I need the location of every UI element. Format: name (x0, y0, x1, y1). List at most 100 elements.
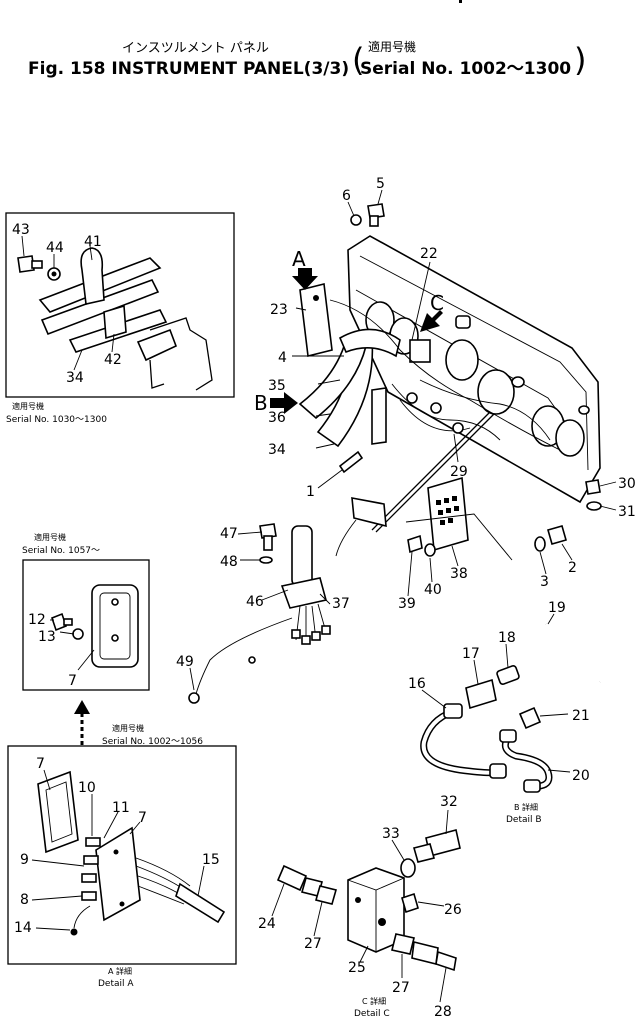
rod (371, 411, 491, 531)
washer-part (259, 556, 273, 564)
serial-range: Serial No. 1002～1300 (360, 59, 571, 79)
clamp-part (80, 247, 105, 305)
callout-number: 15 (202, 852, 220, 868)
callout-number: 49 (176, 654, 194, 670)
bolt-part (585, 479, 601, 495)
callout-number: 2 (568, 560, 577, 576)
inset-serial-range: Serial No. 1057～ (22, 546, 100, 556)
callout-number: 21 (572, 708, 590, 724)
callout-number: 27 (392, 980, 410, 996)
inset-serial-range: Serial No. 1002～1056 (102, 737, 203, 747)
cover-plate (91, 584, 139, 668)
switch-base (280, 577, 327, 609)
callout-number: 48 (220, 554, 238, 570)
fitting (443, 703, 463, 719)
arrow-head (74, 700, 90, 714)
title-japanese: インスツルメント パネル (122, 41, 269, 56)
inset-frame (5, 212, 235, 398)
callout-number: 37 (332, 596, 350, 612)
washer-part (72, 628, 84, 640)
callout-number: 35 (268, 378, 286, 394)
harness-stem (371, 387, 387, 445)
pin-part (85, 837, 101, 847)
detail-caption-japanese: B 詳細 (514, 802, 538, 812)
view-arrow-b (270, 392, 298, 414)
gauge (555, 419, 585, 457)
callout-number: 29 (450, 464, 468, 480)
callout-number: 9 (20, 852, 29, 868)
inset-middle-left: 12 13 7 (22, 559, 150, 691)
washer-33 (400, 858, 416, 878)
callout-number: 4 (278, 350, 287, 366)
callout-number: 32 (440, 794, 458, 810)
callout-number: 5 (376, 176, 385, 192)
inset-serial-japanese: 適用号機 (112, 723, 144, 733)
callout-number: 10 (78, 780, 96, 796)
callout-number: 26 (444, 902, 462, 918)
inset-bottom-left: 7 10 11 7 9 8 14 15 (7, 745, 237, 965)
gauge (477, 369, 515, 415)
callout-number: 13 (38, 629, 56, 645)
fitting-28 (435, 950, 457, 972)
callout-number: 33 (382, 826, 400, 842)
screw-part (51, 612, 67, 632)
inset-frame (7, 745, 237, 965)
inset-serial-range: Serial No. 1030～1300 (6, 415, 107, 425)
panel-edge-lower (149, 359, 165, 389)
callout-number: 11 (112, 800, 130, 816)
view-arrow-a (292, 268, 318, 290)
pin-part (81, 891, 97, 901)
tee-fitting-17 (465, 678, 497, 710)
callout-number: 22 (420, 246, 438, 262)
bolt-part (547, 525, 567, 545)
relay-grid (436, 496, 459, 525)
serial-japanese: 適用号機 (368, 39, 416, 54)
callout-number: 34 (66, 370, 84, 386)
connector-body (95, 826, 141, 922)
gauge (445, 339, 479, 381)
callout-number: 24 (258, 916, 276, 932)
switch-body (291, 525, 313, 587)
bolt-part (367, 203, 385, 219)
callout-number: 7 (36, 756, 45, 772)
bolt-shank (31, 260, 43, 269)
view-label: B (254, 391, 268, 415)
callout-number: 46 (246, 594, 264, 610)
detail-caption: Detail B (506, 815, 542, 825)
callout-number: 17 (462, 646, 480, 662)
callout-number: 25 (348, 960, 366, 976)
bracket-plate (351, 497, 387, 528)
washer-40 (424, 543, 436, 557)
detail-c: 32 33 26 24 27 25 27 28 (258, 794, 462, 1020)
upgrade-arrow (74, 700, 90, 745)
connector-49 (188, 692, 200, 704)
callout-number: 47 (220, 526, 238, 542)
callout-number: 28 (434, 1004, 452, 1020)
callout-number: 34 (268, 442, 286, 458)
callout-number: 23 (270, 302, 288, 318)
panel-edge (149, 317, 213, 391)
view-arrow-c (420, 310, 443, 332)
bracket-part (103, 304, 127, 340)
mounting-bracket (299, 283, 333, 357)
inset-serial-japanese: 適用号機 (34, 532, 66, 542)
close-paren: ) (574, 41, 586, 79)
callout-number: 40 (424, 582, 442, 598)
callout-number: 16 (408, 676, 426, 692)
callout-number: 31 (618, 504, 636, 520)
elbow-21 (518, 706, 542, 730)
inset-frame (22, 559, 150, 691)
callout-number: 44 (46, 240, 64, 256)
wire-harness (175, 882, 226, 924)
bolt-part (259, 523, 277, 539)
cover-plate (37, 770, 79, 854)
bolt-part (17, 255, 35, 273)
washer-part (350, 214, 362, 226)
pipe-20 (501, 736, 553, 790)
callout-number: 1 (306, 484, 315, 500)
callout-number: 41 (84, 234, 102, 250)
callout-number: 3 (540, 574, 549, 590)
callout-number: 20 (572, 768, 590, 784)
